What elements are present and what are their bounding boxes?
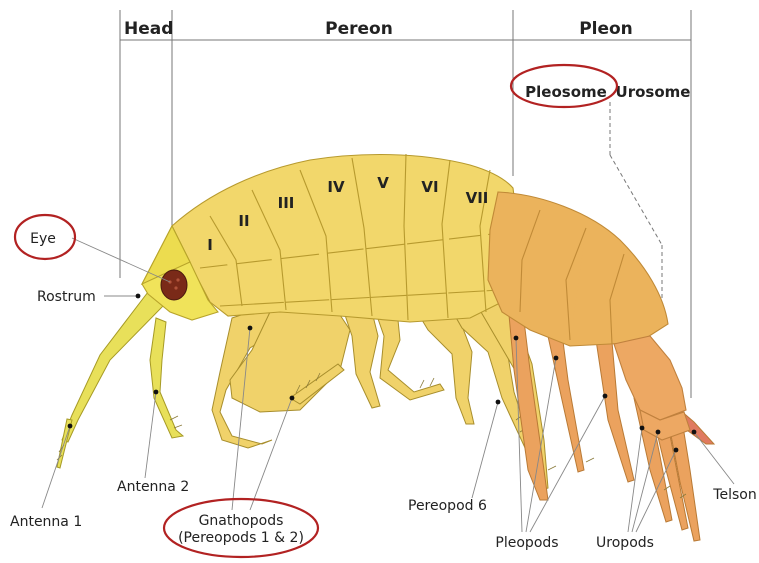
label-uropods: Uropods bbox=[596, 535, 654, 551]
eye-spot bbox=[161, 270, 187, 300]
segment-label-2: II bbox=[238, 212, 249, 230]
label-rostrum: Rostrum bbox=[37, 289, 96, 305]
segment-label-4: IV bbox=[327, 178, 345, 196]
segment-label-5: V bbox=[377, 174, 389, 192]
label-eye: Eye bbox=[30, 231, 56, 247]
segment-label-6: VI bbox=[421, 178, 438, 196]
section-head-label: Head bbox=[124, 19, 173, 39]
label-telson: Telson bbox=[712, 487, 756, 503]
label-pereopod-6: Pereopod 6 bbox=[408, 498, 487, 514]
section-pleon-label: Pleon bbox=[579, 19, 633, 39]
antenna-1 bbox=[57, 292, 165, 468]
segment-label-3: III bbox=[278, 194, 295, 212]
label-gnathopods: Gnathopods bbox=[199, 513, 284, 529]
label-pleopods: Pleopods bbox=[495, 535, 558, 551]
label-gnathopods-sub: (Pereopods 1 & 2) bbox=[178, 530, 304, 546]
section-pereon-label: Pereon bbox=[325, 19, 393, 39]
section-urosome-label: Urosome bbox=[616, 83, 691, 101]
segment-label-1: I bbox=[207, 236, 213, 254]
pereon-body bbox=[172, 154, 520, 322]
label-antenna-2: Antenna 2 bbox=[117, 479, 189, 495]
label-antenna-1: Antenna 1 bbox=[10, 514, 82, 530]
antenna-2 bbox=[150, 318, 183, 438]
section-pleosome-label: Pleosome bbox=[525, 83, 607, 101]
segment-label-7: VII bbox=[466, 189, 489, 207]
